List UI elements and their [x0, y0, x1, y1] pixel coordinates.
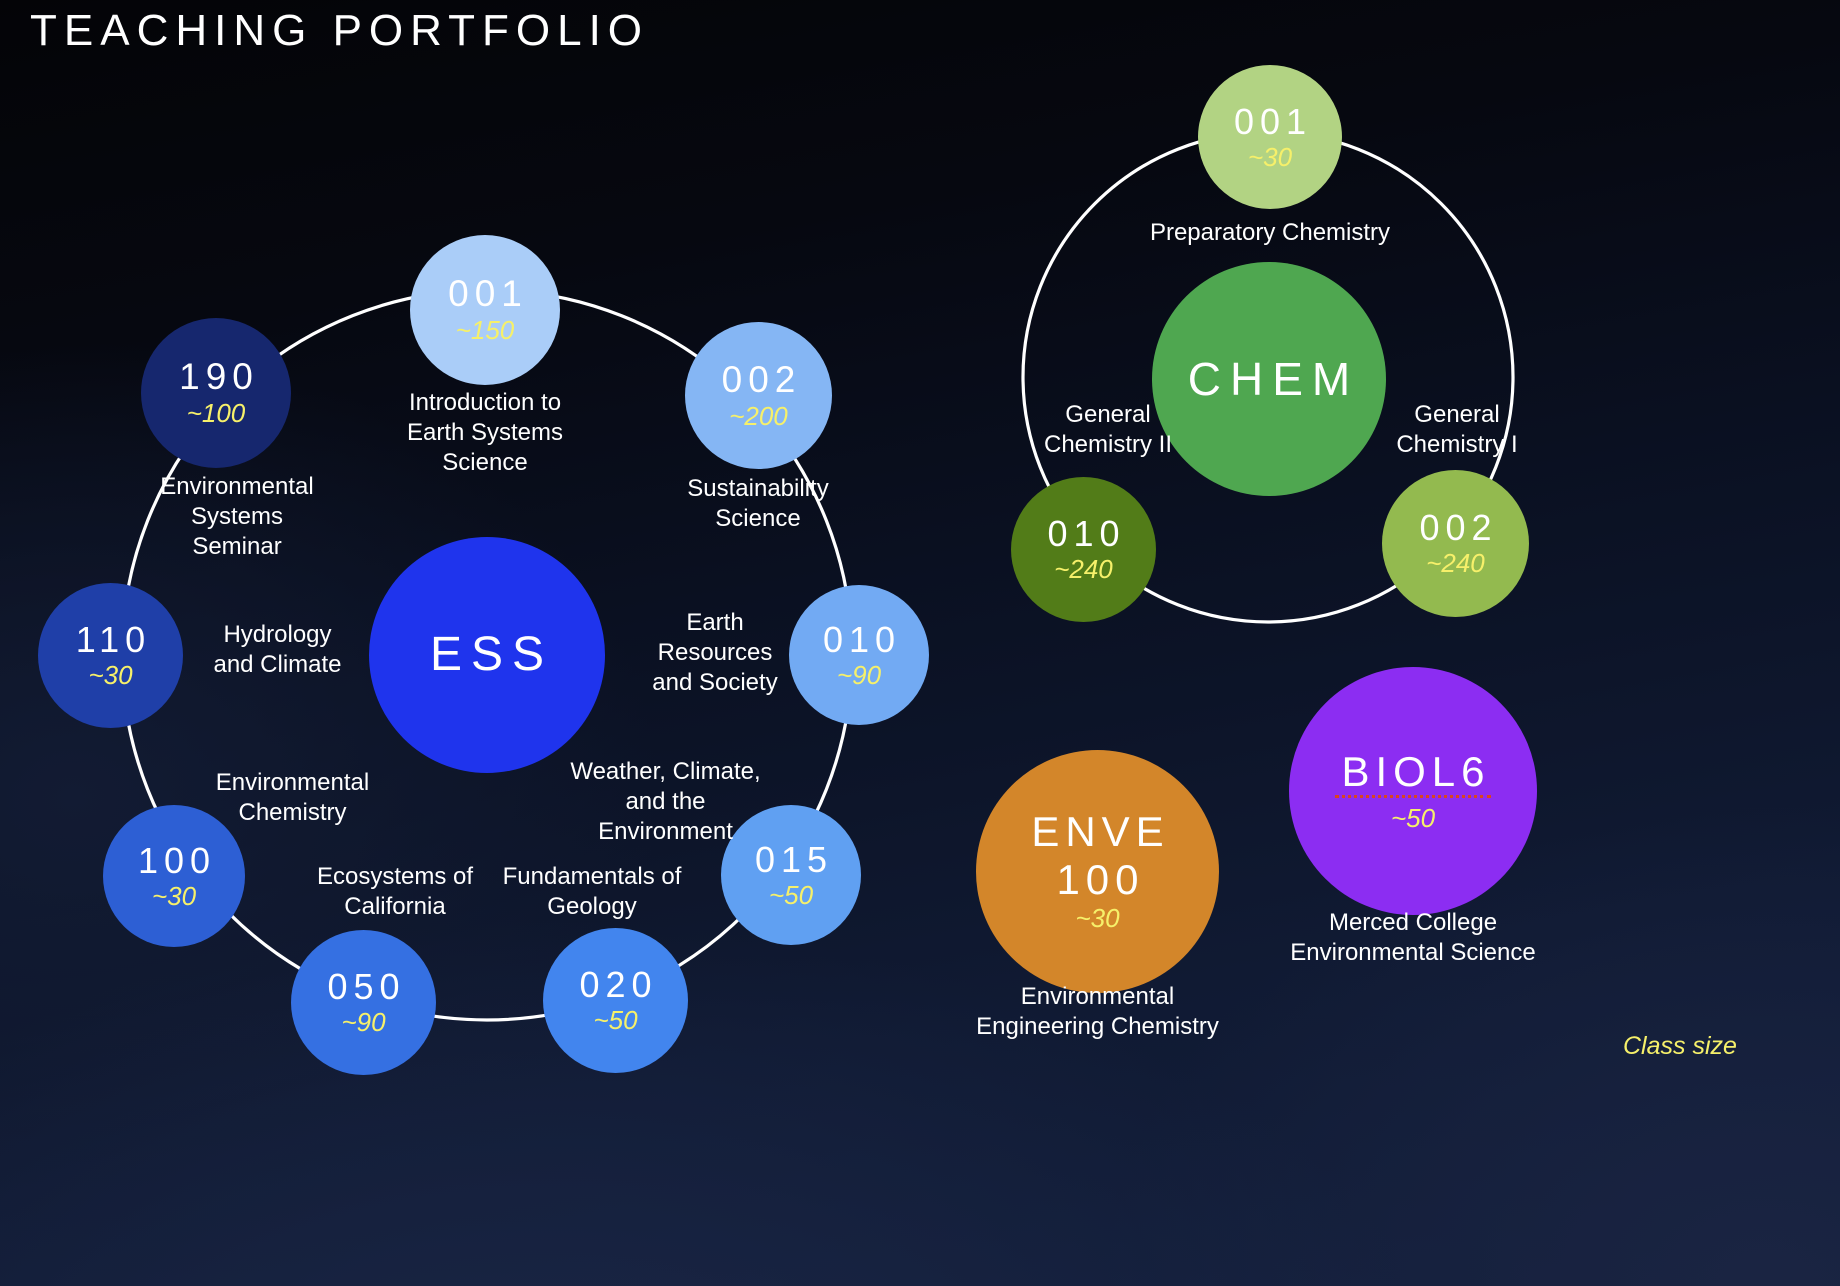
- ess-node-001[interactable]: 001 ~150: [410, 235, 560, 385]
- ess-node-020[interactable]: 020 ~50: [543, 928, 688, 1073]
- ess-node-002-code: 002: [721, 358, 802, 400]
- ess-node-050-code: 050: [327, 966, 406, 1008]
- chem-node-002-code: 002: [1419, 507, 1498, 549]
- chem-node-001-caption: Preparatory Chemistry: [1149, 219, 1391, 246]
- ess-node-010-caption: Earth Resources and Society: [652, 609, 778, 696]
- biol-node-size: ~50: [1390, 802, 1436, 833]
- ess-node-050[interactable]: 050 ~90: [291, 930, 436, 1075]
- ess-node-110[interactable]: 110 ~30: [38, 583, 183, 728]
- ess-node-015-size: ~50: [768, 879, 814, 910]
- biol-node-code: BIOL6: [1335, 749, 1491, 798]
- enve-node-caption: Environmental Engineering Chemistry: [976, 983, 1219, 1040]
- ess-node-015-caption: Weather, Climate, and the Environment: [570, 758, 761, 845]
- ess-node-020-caption: Fundamentals of Geology: [502, 863, 682, 920]
- ess-node-020-code: 020: [579, 964, 658, 1006]
- ess-node-110-size: ~30: [88, 660, 133, 691]
- ess-node-050-size: ~90: [341, 1007, 386, 1038]
- enve-node-code-line1: ENVE: [1031, 808, 1170, 856]
- enve-node-code-line2: 100: [1056, 856, 1145, 904]
- chem-node-002[interactable]: 002 ~240: [1382, 470, 1529, 617]
- ess-node-015-code: 015: [754, 838, 834, 880]
- chem-node-001[interactable]: 001 ~30: [1198, 65, 1342, 209]
- ess-node-050-caption: Ecosystems of California: [316, 863, 474, 920]
- chem-node-010-caption: General Chemistry II: [1043, 401, 1172, 458]
- ess-node-001-code: 001: [448, 273, 528, 315]
- ess-node-100-code: 100: [137, 839, 217, 881]
- chem-node-010[interactable]: 010 ~240: [1011, 477, 1156, 622]
- chem-node-002-size: ~240: [1426, 548, 1485, 579]
- ess-node-190-caption: Environmental Systems Seminar: [160, 473, 314, 560]
- ess-node-002-size: ~200: [729, 400, 788, 431]
- ess-node-190-code: 190: [179, 356, 259, 398]
- ess-node-010-size: ~90: [836, 659, 882, 690]
- chem-node-002-caption: General Chemistry I: [1396, 401, 1518, 458]
- ess-node-100-size: ~30: [151, 880, 197, 911]
- biol-node[interactable]: BIOL6 ~50: [1289, 667, 1537, 915]
- chem-hub-node[interactable]: CHEM: [1152, 262, 1386, 496]
- ess-node-190[interactable]: 190 ~100: [141, 318, 291, 468]
- ess-node-100[interactable]: 100 ~30: [103, 805, 245, 947]
- ess-hub-node[interactable]: ESS: [369, 537, 605, 773]
- chem-node-001-code: 001: [1233, 100, 1313, 142]
- page-title: TEACHING PORTFOLIO: [30, 6, 650, 55]
- ess-hub-code: ESS: [429, 627, 554, 681]
- ess-node-100-caption: Environmental Chemistry: [215, 769, 370, 826]
- ess-node-015[interactable]: 015 ~50: [721, 805, 861, 945]
- ess-node-002-caption: Sustainability Science: [687, 475, 829, 532]
- chem-node-010-code: 010: [1047, 513, 1126, 555]
- ess-node-190-size: ~100: [186, 398, 246, 429]
- biol-node-caption: Merced College Environmental Science: [1290, 909, 1536, 966]
- ess-node-002[interactable]: 002 ~200: [685, 322, 832, 469]
- ess-node-020-size: ~50: [593, 1005, 638, 1036]
- ess-node-010-code: 010: [822, 618, 902, 660]
- enve-node-size: ~30: [1075, 903, 1120, 934]
- ess-node-110-caption: Hydrology and Climate: [213, 621, 342, 678]
- ess-node-110-code: 110: [75, 619, 152, 661]
- ess-node-010[interactable]: 010 ~90: [789, 585, 929, 725]
- chem-node-001-size: ~30: [1247, 141, 1293, 172]
- class-size-legend: Class size: [1623, 1032, 1737, 1060]
- enve-node[interactable]: ENVE 100 ~30: [976, 750, 1219, 993]
- ess-node-001-size: ~150: [455, 315, 515, 346]
- chem-hub-code: CHEM: [1187, 352, 1360, 405]
- chem-node-010-size: ~240: [1054, 554, 1113, 585]
- ess-node-001-caption: Introduction to Earth Systems Science: [406, 389, 564, 476]
